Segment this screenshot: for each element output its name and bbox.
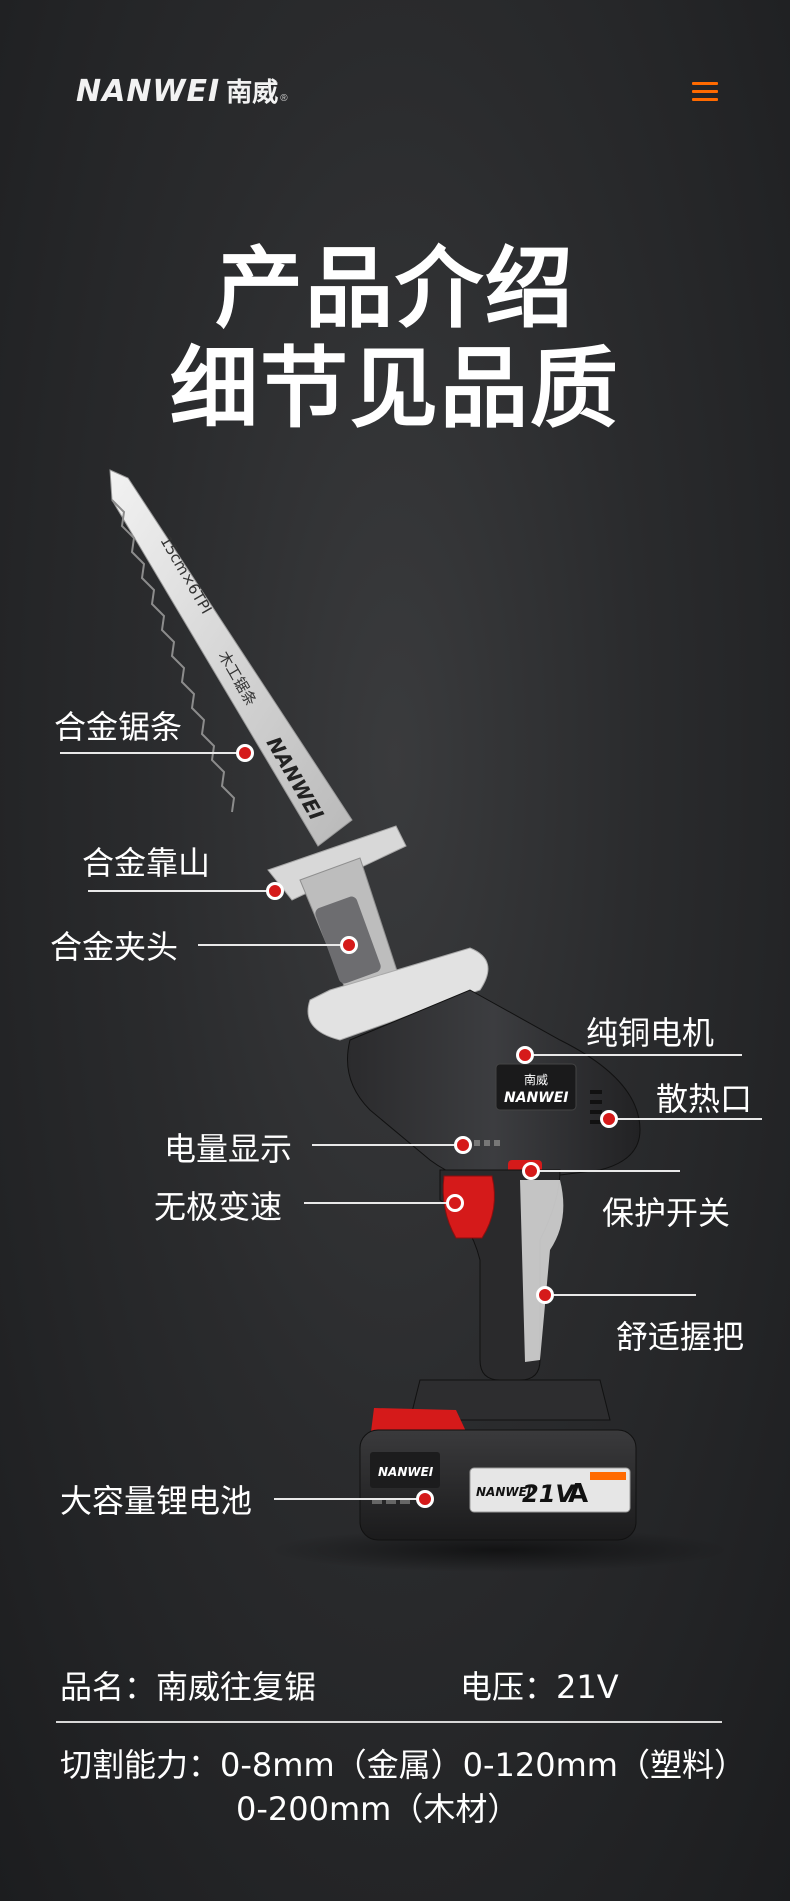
battery-label-brand: NANWEI: [476, 1485, 532, 1499]
vent-slots: [590, 1090, 602, 1124]
callout-dot-battery: [416, 1490, 434, 1508]
callout-dot-speed: [446, 1194, 464, 1212]
header: NANWEI 南威 ®: [0, 0, 790, 180]
blade-teeth: [111, 499, 236, 813]
callout-dot-guard: [266, 882, 284, 900]
brand-name-en: NANWEI: [76, 74, 221, 109]
spec-row-name-voltage: 品名：南威往复锯 电压：21V: [60, 1662, 760, 1712]
callout-dot-clamp: [340, 936, 358, 954]
motor-housing: [347, 989, 641, 1183]
callout-guard: 合金靠山: [82, 844, 211, 882]
battery-unit-text: A: [568, 1479, 588, 1509]
callout-battery: 大容量锂电池: [60, 1482, 253, 1520]
callout-line: [536, 1170, 680, 1172]
callout-dot-motor: [516, 1046, 534, 1064]
body-badge: [495, 1063, 577, 1111]
brand-name-cn: 南威: [226, 78, 279, 108]
battery-accent-stripe: [590, 1472, 626, 1480]
spec-divider: [56, 1721, 722, 1723]
battery-level-leds: [372, 1500, 410, 1504]
callout-line: [274, 1498, 424, 1500]
front-collar: [307, 947, 489, 1041]
brand-logo[interactable]: NANWEI 南威 ®: [76, 72, 288, 109]
saw-blade: [109, 469, 353, 847]
callout-line: [550, 1294, 696, 1296]
page-subtitle: 细节见品质: [169, 337, 620, 440]
callout-line: [312, 1144, 462, 1146]
hamburger-menu-icon[interactable]: [692, 82, 720, 102]
callout-motor: 纯铜电机: [586, 1014, 715, 1052]
callout-line: [88, 890, 274, 892]
callout-line: [60, 752, 246, 754]
registered-mark: ®: [280, 93, 288, 104]
callout-vent: 散热口: [656, 1080, 753, 1118]
spec-row-cutting: 切割能力：0-8mm（金属）0-120mm（塑料） 0-200mm（木材）: [60, 1743, 760, 1831]
battery-voltage-text: 21V: [522, 1480, 576, 1508]
body-badge-cn: 南威: [524, 1072, 548, 1087]
callout-dot-switch: [522, 1162, 540, 1180]
battery-brand-text: NANWEI: [378, 1465, 434, 1479]
callout-dot-vent: [600, 1110, 618, 1128]
spec-voltage: 电压：21V: [460, 1668, 619, 1706]
callout-switch: 保护开关: [602, 1194, 731, 1232]
callout-line: [198, 944, 346, 946]
callout-dot-grip: [536, 1286, 554, 1304]
callout-grip: 舒适握把: [616, 1318, 745, 1356]
battery-pack-top: [409, 1379, 611, 1421]
callout-blade: 合金锯条: [54, 708, 183, 746]
callout-power-display: 电量显示: [164, 1130, 293, 1168]
callout-line: [304, 1202, 454, 1204]
callout-speed: 无极变速: [154, 1188, 283, 1226]
spec-cutting-line1: 切割能力：0-8mm（金属）0-120mm（塑料）: [60, 1746, 746, 1784]
spec-product-name: 品名：南威往复锯: [60, 1668, 317, 1706]
callout-line: [612, 1118, 762, 1120]
grip-side: [520, 1180, 564, 1362]
callout-line: [532, 1054, 742, 1056]
body-badge-en: NANWEI: [504, 1090, 568, 1106]
spec-cutting-line2: 0-200mm（木材）: [236, 1790, 520, 1828]
callout-dot-blade: [236, 744, 254, 762]
callout-clamp: 合金夹头: [50, 928, 179, 966]
power-display-leds: [474, 1140, 500, 1146]
page-title: 产品介绍: [214, 237, 575, 340]
variable-speed-trigger: [442, 1175, 495, 1239]
callout-dot-power-display: [454, 1136, 472, 1154]
battery-front-badge: [370, 1452, 440, 1488]
